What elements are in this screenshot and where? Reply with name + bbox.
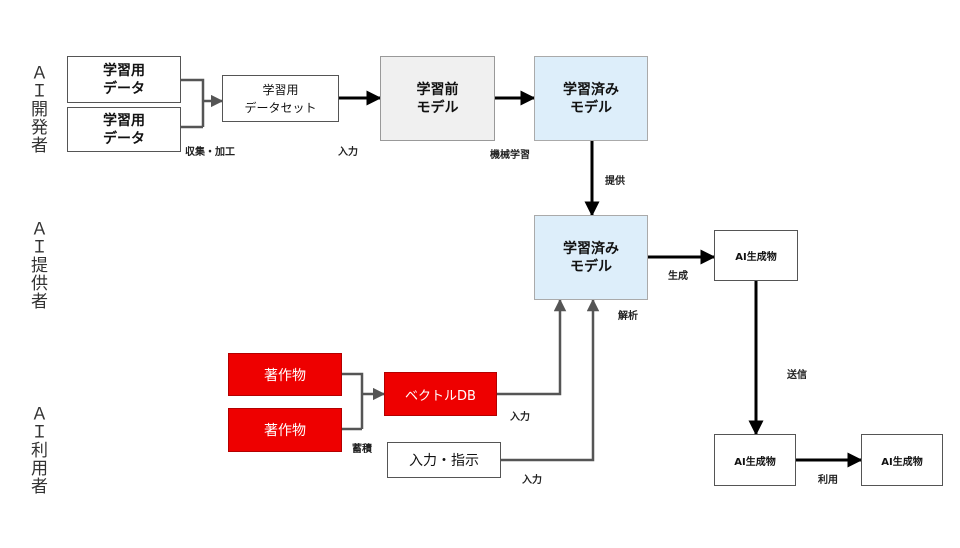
edge-label-input-db: 入力 <box>510 412 530 423</box>
prompt-input-box: 入力・指示 <box>387 442 501 478</box>
edge-label-input-dev: 入力 <box>338 147 358 158</box>
edge-collect <box>181 78 222 129</box>
ai-output-box-user-right: AI生成物 <box>861 434 943 486</box>
training-data-box-2: 学習用 データ <box>67 107 181 152</box>
edge-label-provide: 提供 <box>605 176 625 187</box>
edge-label-analyze: 解析 <box>618 311 638 322</box>
lane-ai-user: ＡＩ利用者 <box>27 405 47 495</box>
vector-db-box: ベクトルDB <box>384 372 497 416</box>
trained-model-box-provider: 学習済み モデル <box>534 215 648 300</box>
training-data-box-1: 学習用 データ <box>67 56 181 103</box>
copyrighted-work-box-2: 著作物 <box>228 408 342 452</box>
edge-input-db <box>497 298 567 396</box>
copyrighted-work-box-1: 著作物 <box>228 353 342 396</box>
ai-output-box-provider: AI生成物 <box>714 230 798 281</box>
edge-label-use: 利用 <box>818 475 838 486</box>
edge-label-input-prompt: 入力 <box>522 475 542 486</box>
lane-ai-developer: ＡＩ開発者 <box>27 64 47 154</box>
edge-store <box>342 372 384 431</box>
edge-input-prompt <box>501 298 600 462</box>
edge-label-generate: 生成 <box>668 271 688 282</box>
edge-label-collect: 収集・加工 <box>185 147 235 158</box>
lane-ai-provider: ＡＩ提供者 <box>27 220 47 310</box>
ai-output-box-user-left: AI生成物 <box>714 434 796 486</box>
edge-label-ml: 機械学習 <box>490 150 530 161</box>
trained-model-box-developer: 学習済み モデル <box>534 56 648 141</box>
pre-trained-model-box: 学習前 モデル <box>380 56 495 141</box>
edge-label-send: 送信 <box>787 370 807 381</box>
training-dataset-box: 学習用 データセット <box>222 75 339 122</box>
edge-label-store: 蓄積 <box>352 444 372 455</box>
